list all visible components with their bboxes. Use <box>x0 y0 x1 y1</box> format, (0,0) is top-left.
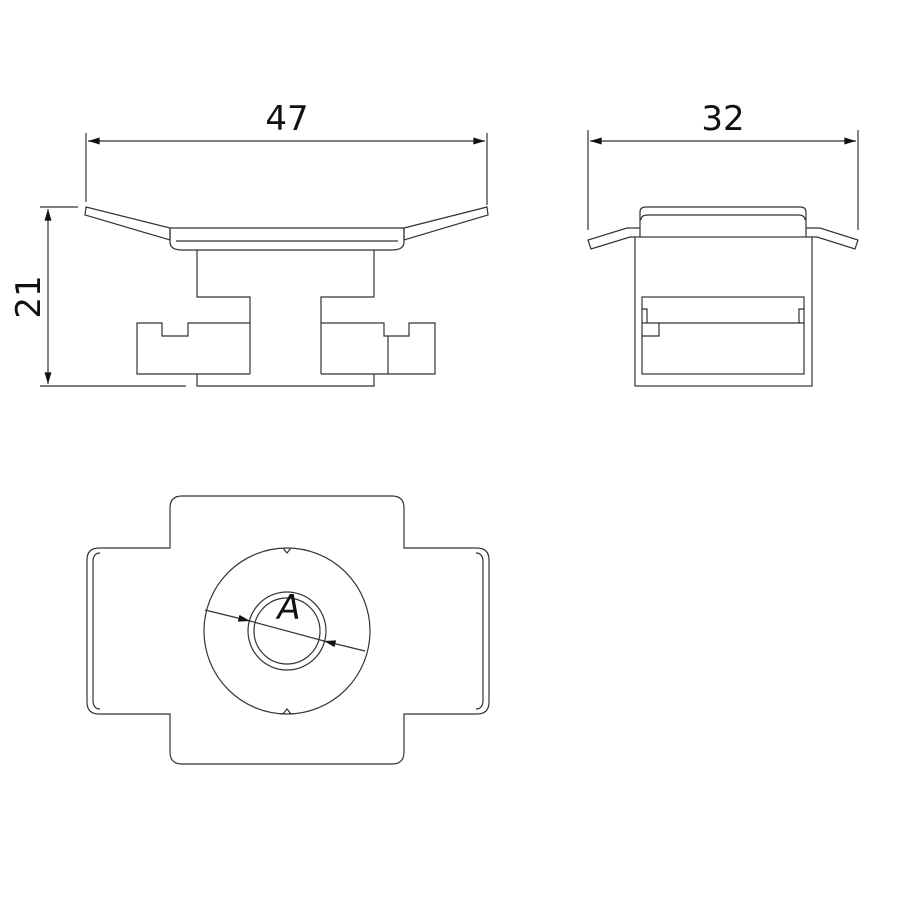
hole-dimension-line <box>249 620 325 642</box>
left-side-wing <box>587 227 640 250</box>
stem <box>196 250 375 374</box>
hole-outer <box>247 591 327 671</box>
body <box>634 236 813 387</box>
width-dimension-label: 47 <box>265 99 308 139</box>
side-view: 32 <box>587 99 859 387</box>
right-side-wing <box>806 227 859 250</box>
top-cap <box>639 206 807 237</box>
front-view: 47 21 <box>9 99 489 387</box>
left-wing <box>84 206 171 241</box>
washer-circle <box>203 547 371 715</box>
left-block <box>136 322 250 375</box>
stem-bottom <box>196 374 375 387</box>
inner-slot <box>641 296 805 375</box>
cross-outline <box>86 495 490 765</box>
top-plate <box>169 227 405 251</box>
hole-inner <box>253 597 321 665</box>
height-dimension-label: 21 <box>9 275 49 318</box>
hole-dimension-label: A <box>275 588 300 628</box>
right-wing <box>403 206 489 241</box>
side-width-dimension-label: 32 <box>701 99 744 139</box>
right-block <box>321 322 436 375</box>
bottom-view: A <box>86 495 490 765</box>
